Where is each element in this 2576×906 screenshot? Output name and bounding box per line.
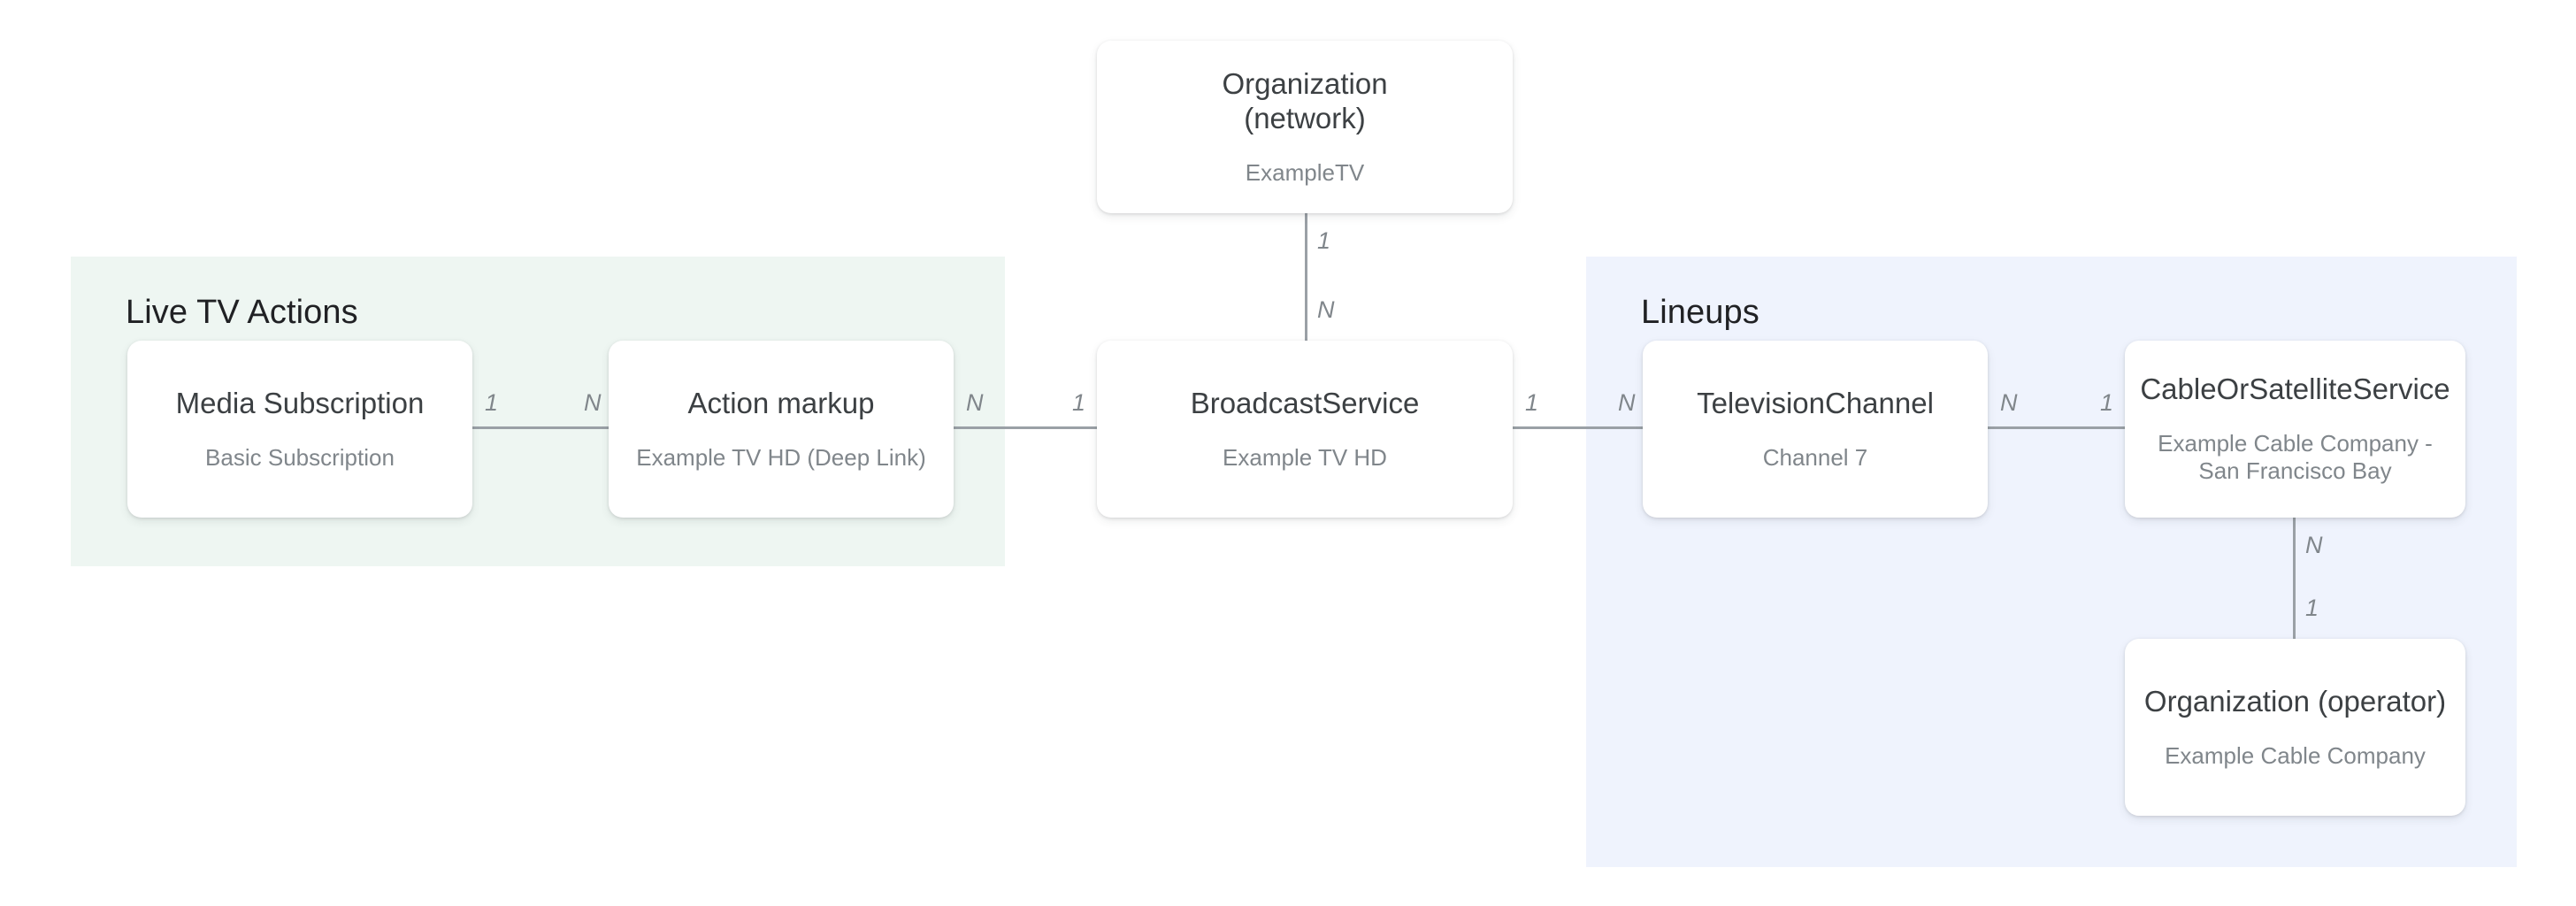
entity-node-subtitle: Example TV HD (Deep Link) bbox=[636, 443, 926, 471]
cardinality-label-many: N bbox=[584, 389, 602, 416]
entity-node-subtitle: Example Cable Company bbox=[2165, 741, 2426, 769]
entity-node-title: BroadcastService bbox=[1190, 386, 1420, 419]
cardinality-label-many: N bbox=[966, 389, 984, 416]
cardinality-label-one: 1 bbox=[2100, 389, 2114, 416]
edge-action-markup-to-broadcast-service bbox=[954, 426, 1097, 429]
entity-node-television-channel[interactable]: TelevisionChannel Channel 7 bbox=[1643, 341, 1988, 518]
group-panel-title-lineups: Lineups bbox=[1641, 294, 1760, 331]
entity-node-broadcast-service[interactable]: BroadcastService Example TV HD bbox=[1097, 341, 1513, 518]
entity-node-title: Media Subscription bbox=[175, 386, 425, 419]
entity-node-title: Organization (operator) bbox=[2143, 684, 2447, 718]
entity-node-organization-operator[interactable]: Organization (operator) Example Cable Co… bbox=[2125, 639, 2465, 816]
entity-node-cable-or-satellite-service[interactable]: CableOrSatelliteService Example Cable Co… bbox=[2125, 341, 2465, 518]
entity-node-title: Action markup bbox=[687, 386, 875, 419]
entity-node-subtitle: Example TV HD bbox=[1223, 443, 1387, 471]
cardinality-label-many: N bbox=[2000, 389, 2018, 416]
group-panel-title-live-tv-actions: Live TV Actions bbox=[126, 294, 358, 331]
cardinality-label-one: 1 bbox=[485, 389, 499, 416]
entity-node-subtitle: ExampleTV bbox=[1245, 158, 1365, 186]
entity-node-subtitle: Example Cable Company - San Francisco Ba… bbox=[2158, 429, 2433, 485]
cardinality-label-one: 1 bbox=[2305, 595, 2319, 621]
cardinality-label-one: 1 bbox=[1525, 389, 1539, 416]
entity-node-media-subscription[interactable]: Media Subscription Basic Subscription bbox=[127, 341, 472, 518]
entity-node-title: CableOrSatelliteService bbox=[2140, 372, 2450, 405]
cardinality-label-many: N bbox=[1618, 389, 1636, 416]
entity-node-organization-network[interactable]: Organization (network) ExampleTV bbox=[1097, 41, 1513, 213]
edge-organization-network-to-broadcast-service bbox=[1305, 213, 1307, 341]
edge-broadcast-service-to-television-channel bbox=[1513, 426, 1643, 429]
entity-node-subtitle: Basic Subscription bbox=[205, 443, 395, 471]
entity-node-subtitle: Channel 7 bbox=[1762, 443, 1868, 471]
entity-node-title: Organization (network) bbox=[1222, 66, 1388, 134]
cardinality-label-many: N bbox=[2305, 532, 2323, 558]
edge-media-subscription-to-action-markup bbox=[472, 426, 609, 429]
entity-node-title: TelevisionChannel bbox=[1697, 386, 1934, 419]
cardinality-label-one: 1 bbox=[1072, 389, 1086, 416]
edge-cable-or-satellite-service-to-organization-operator bbox=[2293, 518, 2296, 639]
cardinality-label-many: N bbox=[1317, 296, 1335, 323]
cardinality-label-one: 1 bbox=[1317, 227, 1331, 254]
entity-node-action-markup[interactable]: Action markup Example TV HD (Deep Link) bbox=[609, 341, 954, 518]
edge-television-channel-to-cable-or-satellite-service bbox=[1988, 426, 2125, 429]
